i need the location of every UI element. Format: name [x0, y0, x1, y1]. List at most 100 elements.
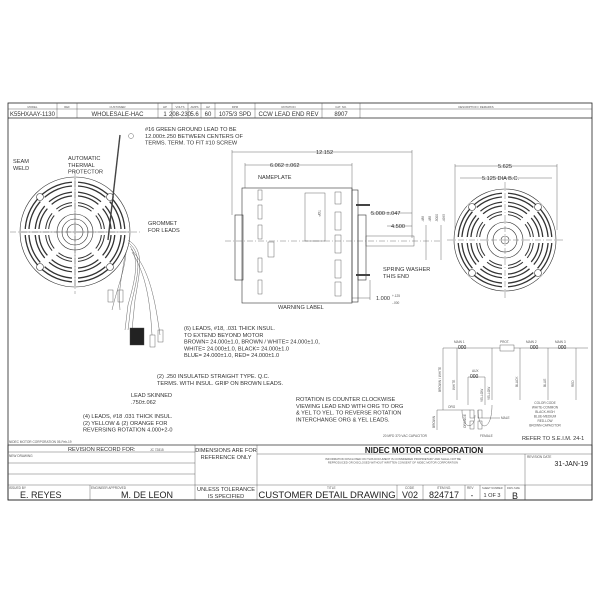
dim-bolt-circle: 5.125 DIA B.C. — [482, 176, 519, 182]
text-line: FOR LEADS — [148, 228, 180, 234]
sheet-label: SHEET NUMBER — [482, 486, 503, 490]
dim-shaft-diameter: .5000.4995 — [435, 214, 446, 222]
text-line: BLUE-MEDIUM — [534, 415, 557, 419]
text-line: BROWN= 24.000±1.0, BROWN / WHITE= 24.000… — [184, 340, 320, 346]
dimension-lines — [231, 150, 558, 300]
text-line: IS SPECIFIED — [208, 494, 244, 500]
header-label: HZ — [206, 105, 210, 109]
text-line: -.000 — [392, 301, 399, 305]
dim-shaft-extension: 5.000 ±.047 — [371, 211, 401, 217]
title-block — [7, 444, 593, 501]
lead-skinned-callout: LEAD SKINNED.750±.062 — [131, 393, 172, 406]
item-number: 824717 — [429, 490, 459, 500]
code-label: CODE — [405, 486, 414, 490]
rev-value: - — [471, 491, 474, 500]
dim-flat-length: 4.500 — [391, 224, 405, 230]
text-line: .750±.062 — [131, 400, 156, 406]
revision-record-label: REVISION RECORD FOR: — [68, 447, 136, 453]
text-line: PROTECTOR — [68, 170, 103, 176]
text-line: WHITE= 24.000±1.0, BLACK= 24.000±1.0 — [184, 346, 289, 352]
text-line: REPRODUCED OR DISCLOSED WITHOUT WRITTEN … — [328, 461, 458, 465]
wiring-prot: PROT. — [500, 340, 509, 344]
warning-label-callout: WARNING LABEL — [278, 305, 324, 311]
code-value: V02 — [402, 490, 418, 500]
text-line: 12.000±.250 BETWEEN CENTERS OF — [145, 134, 243, 140]
header-label: ROTATION — [281, 105, 295, 109]
wire-blue: BLUE — [543, 379, 547, 387]
text-line: .4995 — [442, 214, 446, 222]
footer-stamp: NIDEC MOTOR CORPORATION 05-Feb-19 — [9, 440, 72, 444]
header-value: 60 — [205, 112, 212, 118]
company-name: NIDEC MOTOR CORPORATION — [365, 446, 484, 455]
drawing-size: B — [512, 491, 518, 501]
text-line: UNLESS TOLERANCE — [197, 487, 255, 493]
text-line: & YEL TO YEL. TO REVERSE ROTATION — [296, 411, 401, 417]
wire-red: RED — [571, 380, 575, 387]
header-label: RPM — [232, 105, 239, 109]
header-label: HP — [163, 105, 167, 109]
revision-date-label: REVISION DATE — [527, 455, 551, 459]
revision-record-id: JC 72815 — [150, 448, 164, 452]
rev-label: REV — [467, 486, 474, 490]
text-line: DIMENSIONS ARE FOR — [195, 448, 257, 454]
header-label: CAT. NO. — [335, 105, 347, 109]
header-value: 5.6 — [190, 112, 199, 118]
text-line: BROWN-CAPACITOR — [529, 424, 561, 428]
text-line: #16 GREEN GROUND LEAD TO BE — [145, 127, 237, 133]
wiring-main3: MAIN 3 — [555, 340, 566, 344]
text-line: ROTATION IS COUNTER CLOCKWISE — [296, 397, 396, 403]
text-line: .489 — [421, 216, 425, 222]
header-value: CCW LEAD END REV — [258, 112, 318, 118]
header-label: MODEL — [28, 105, 38, 109]
coil-aux-symbol: 000 — [470, 374, 479, 380]
coil-main2-symbol: 000 — [530, 345, 539, 351]
text-line: SPRING WASHER — [383, 267, 430, 273]
text-line: TERMS. TERM. TO FIT #10 SCREW — [145, 141, 238, 147]
text-line: WHITE-COMMON — [532, 406, 559, 410]
text-line: BLACK-HIGH — [535, 410, 555, 414]
text-line: +.125 — [392, 294, 400, 298]
text-line: THIS END — [383, 274, 409, 280]
text-line: (6) LEADS, #18, .031 THICK INSUL. — [184, 326, 275, 332]
dim-end-diameter: 5.625 — [498, 164, 512, 170]
wiring-main2: MAIN 2 — [526, 340, 537, 344]
header-label: AMPS — [191, 105, 199, 109]
drawing-title: CUSTOMER DETAIL DRAWING — [258, 490, 395, 501]
text-line: TERMS. WITH INSUL. GRIP ON BROWN LEADS. — [157, 381, 284, 387]
dim-body-length: 6.062 ±.062 — [270, 163, 300, 169]
text-line: LEAD SKINNED — [131, 393, 172, 399]
text-line: (2) YELLOW & (2) ORANGE FOR — [83, 421, 167, 427]
terminal-female: FEMALE — [480, 434, 493, 438]
header-value: 208-230 — [169, 112, 192, 118]
text-line: AUTOMATIC — [68, 156, 100, 162]
side-view — [225, 187, 440, 304]
text-line: .5000 — [435, 214, 439, 222]
proprietary-notice: INFORMATION DISCLOSED ON THIS DOCUMENT I… — [325, 457, 461, 465]
wiring-main1: MAIN 1 — [454, 340, 465, 344]
text-line: (2) .250 INSULATED STRAIGHT TYPE. Q.C. — [157, 374, 270, 380]
text-line: TO EXTEND BEYOND MOTOR — [184, 333, 263, 339]
lead-end-view — [10, 170, 140, 294]
wire-brown-white: BROWN / WHITE — [438, 367, 442, 392]
engineer-label: ENGINEER APPROVED — [91, 486, 127, 490]
issued-by-label: ISSUED BY — [9, 486, 27, 490]
header-value: K55HXAAY-1130 — [10, 112, 56, 118]
lead-wires — [107, 133, 164, 348]
wire-brown: BROWN — [432, 415, 436, 428]
header-label: VOLTS — [176, 105, 185, 109]
text-line: WELD — [13, 166, 29, 172]
size-label: DWG SIZE — [507, 486, 520, 490]
title-label: TITLE — [327, 486, 336, 490]
text-line: RED-LOW — [537, 419, 552, 423]
qc-terms-callout: (2) .250 INSULATED STRAIGHT TYPE. Q.C.TE… — [157, 374, 284, 387]
item-label: ITEM NO. — [437, 486, 451, 490]
text-line: VIEWING LEAD END WITH ORG TO ORG — [296, 404, 403, 410]
